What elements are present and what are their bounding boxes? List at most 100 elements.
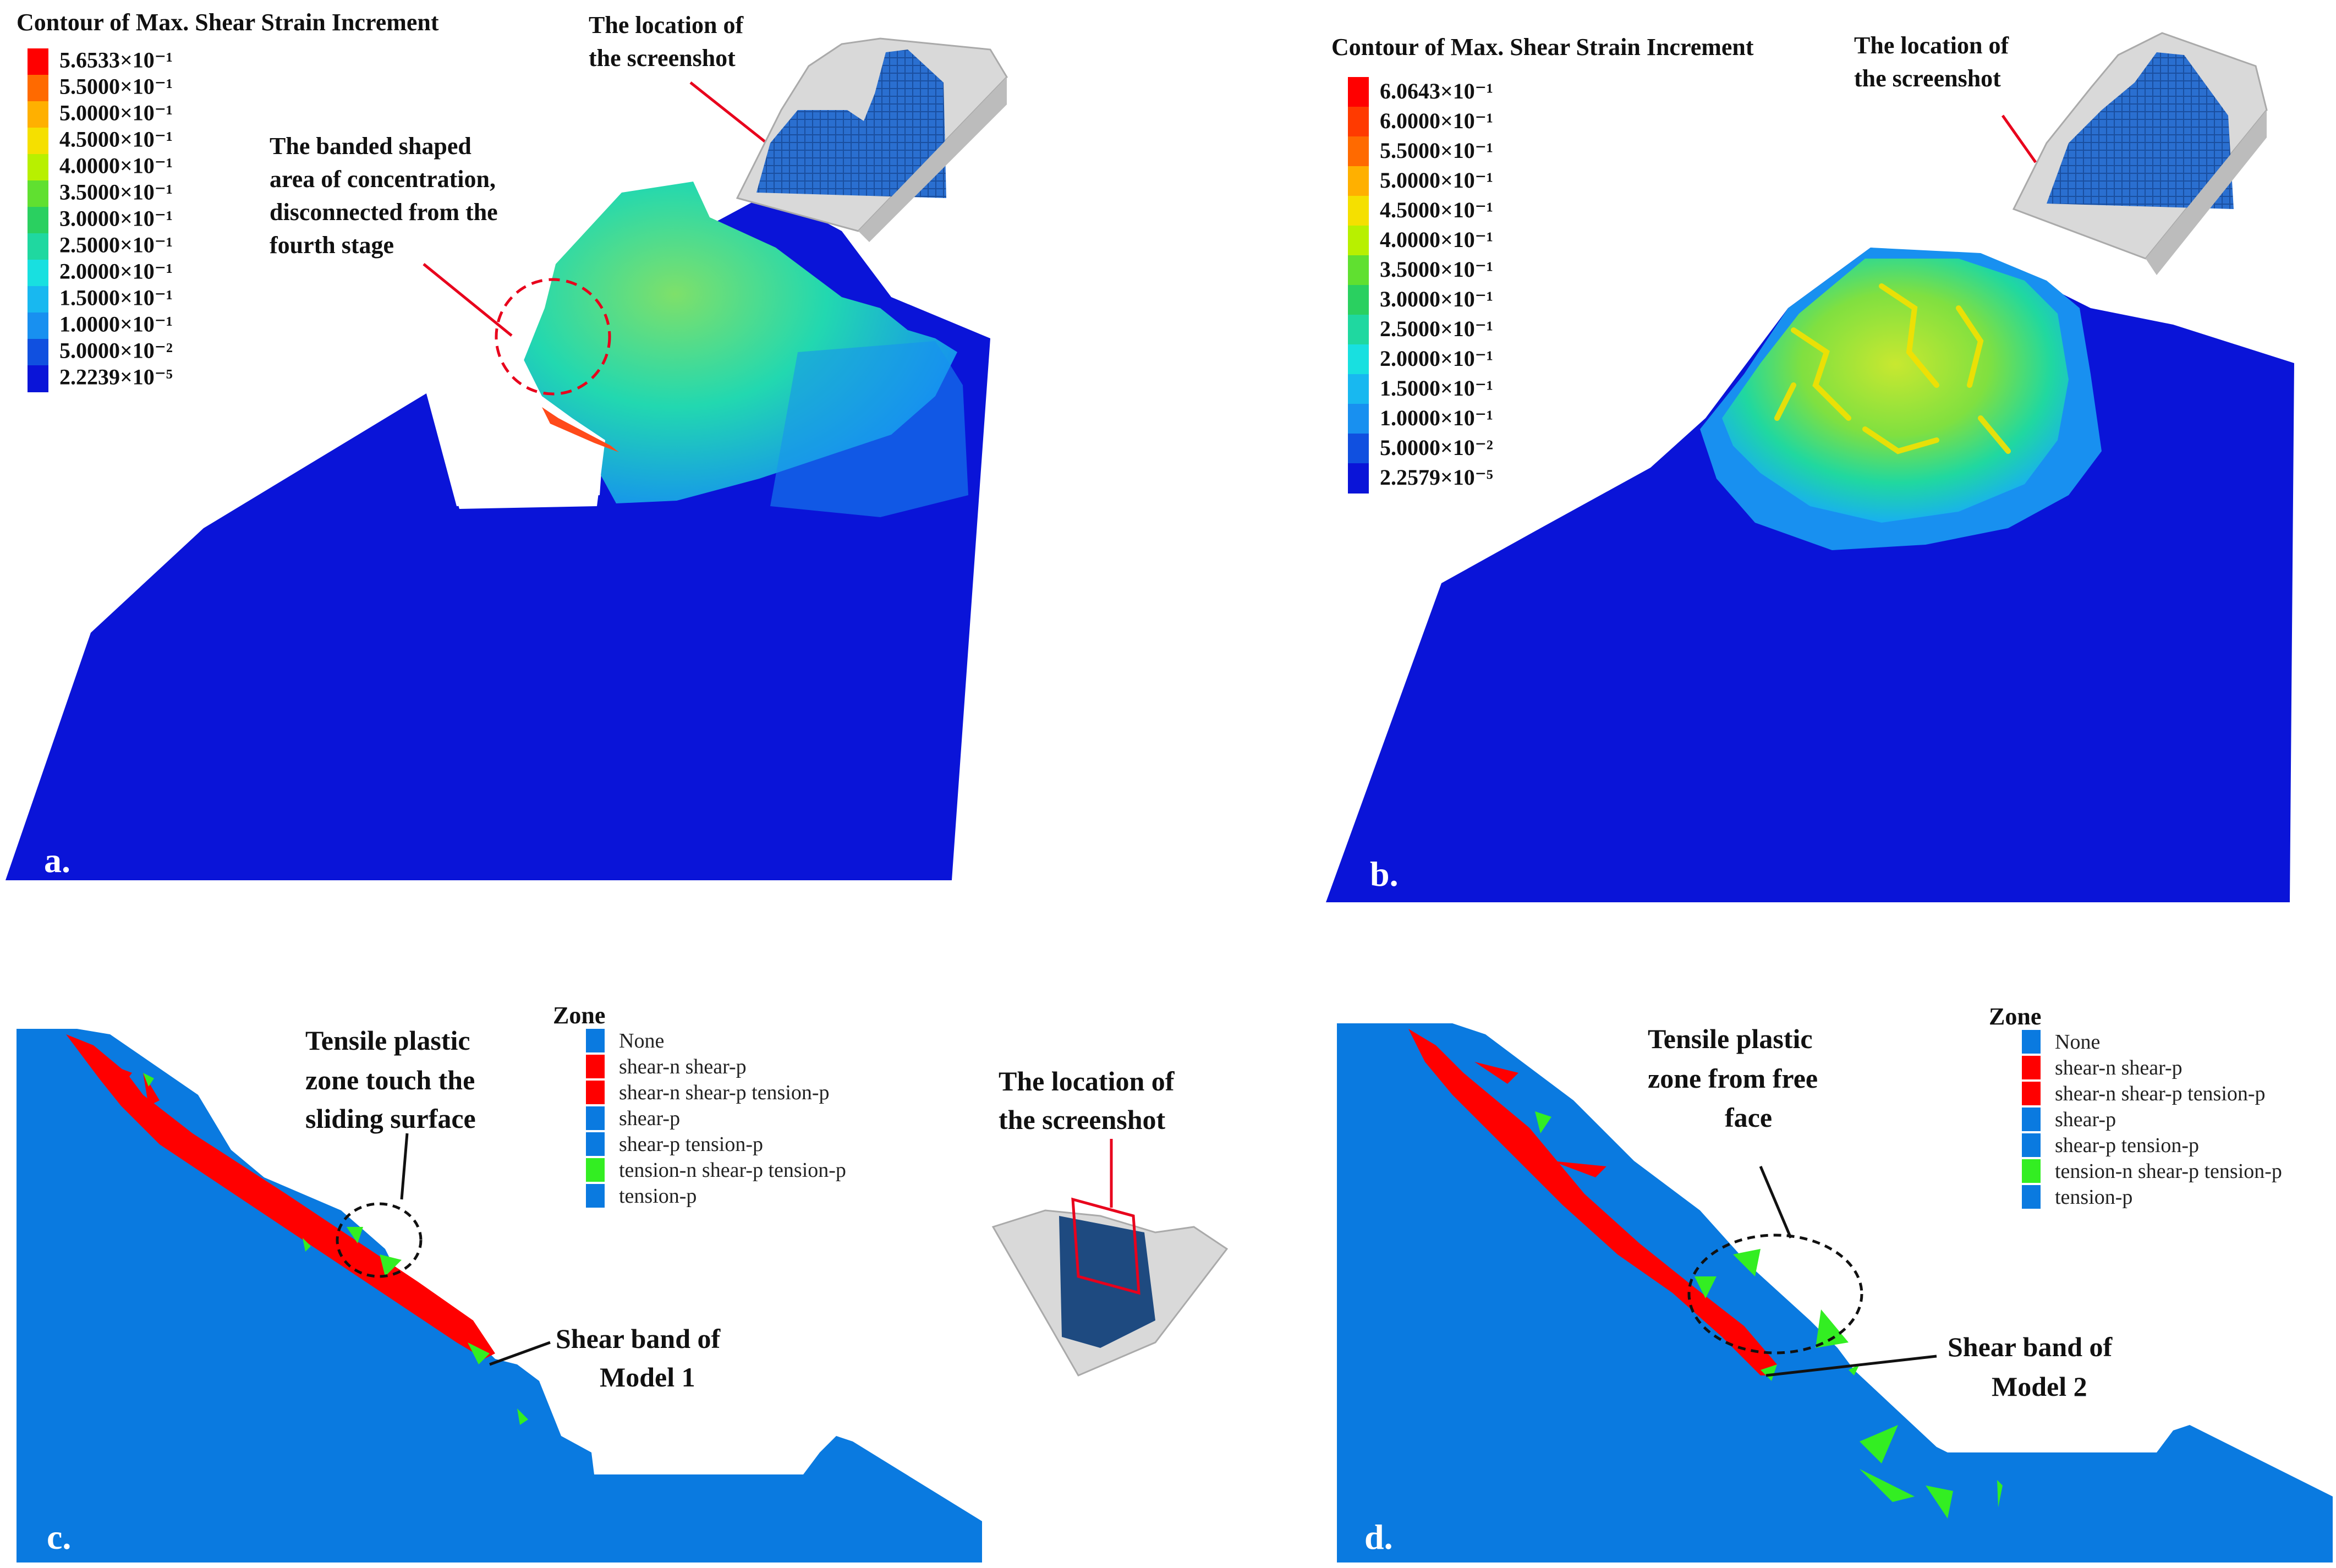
panel-d-tensile-zone-1	[1535, 1111, 1551, 1133]
panel-c-tensile-zone-6	[517, 1408, 528, 1425]
panel-a-legend-swatch	[28, 286, 48, 313]
panel-c-tensile-line	[400, 1133, 409, 1200]
panel-b-location-inset	[2012, 32, 2268, 275]
panel-d-zone-item: shear-p tension-p	[2055, 1134, 2199, 1157]
panel-d-tensile-zone-5	[1761, 1364, 1777, 1381]
panel-d-shear-annotation: Shear band of Model 2	[1948, 1331, 2119, 1402]
panel-b-legend-swatch	[1348, 434, 1369, 464]
panel-b-legend-swatch	[1348, 315, 1369, 345]
panel-a-legend-swatch	[28, 128, 48, 155]
panel-a-legend-swatch	[28, 48, 48, 75]
panel-d-zone-title: Zone	[1989, 1003, 2041, 1030]
panel-d-zone-swatch	[2022, 1056, 2041, 1079]
panel-b-legend-value: 4.0000×10⁻¹	[1380, 227, 1493, 252]
panel-c-zone-title: Zone	[553, 1002, 605, 1029]
panel-d-tensile-zone-3	[1733, 1249, 1761, 1276]
panel-a-legend-swatch	[28, 260, 48, 287]
panel-d-zone-item: shear-n shear-p	[2055, 1056, 2183, 1079]
panel-c-shear-band	[66, 1034, 495, 1359]
panel-a-legend-swatch	[28, 365, 48, 392]
panel-d-tensile-line	[1759, 1166, 1792, 1238]
panel-c-zone-item: shear-n shear-p tension-p	[619, 1081, 830, 1104]
panel-d-shear-line	[1765, 1355, 1937, 1377]
panel-c-zone-swatch	[586, 1158, 605, 1182]
panel-a-legend-value: 5.6533×10⁻¹	[59, 48, 173, 73]
panel-d-zone-item: tension-p	[2055, 1186, 2132, 1209]
panel-d-zone-item: shear-n shear-p tension-p	[2055, 1082, 2266, 1105]
panel-d-slope	[1337, 1023, 2333, 1562]
panel-a-legend-swatch	[28, 339, 48, 366]
panel-b-legend-swatch	[1348, 463, 1369, 494]
panel-b-hotspots	[1774, 283, 2011, 454]
panel-c-tensile-zone-2	[380, 1254, 402, 1276]
panel-b-legend-value: 1.0000×10⁻¹	[1380, 405, 1493, 430]
panel-a-location-label: The location of the screenshot	[589, 12, 749, 72]
panel-d-zone-item: shear-p	[2055, 1108, 2116, 1131]
panel-b-location-line	[2001, 114, 2037, 163]
panel-c-zone-swatch	[586, 1081, 605, 1104]
panel-d-zone-item: None	[2055, 1030, 2100, 1054]
panel-b-legend-value: 3.5000×10⁻¹	[1380, 257, 1493, 282]
panel-c-tensile-zone-1	[347, 1227, 363, 1243]
panel-c-zone-swatch	[586, 1055, 605, 1078]
panel-c-location-inset	[991, 1139, 1229, 1377]
panel-d-tensile-ellipse	[1687, 1233, 1863, 1355]
panel-d-label: d.	[1364, 1517, 1393, 1556]
panel-a-legend-value: 5.5000×10⁻¹	[59, 74, 173, 99]
panel-a-legend: 5.6533×10⁻¹5.5000×10⁻¹5.0000×10⁻¹4.5000×…	[28, 48, 173, 392]
panel-d-zone-swatch	[2022, 1133, 2041, 1157]
panel-c-zone-swatch	[586, 1029, 605, 1052]
panel-a-legend-swatch	[28, 101, 48, 128]
panel-b-legend-swatch	[1348, 255, 1369, 286]
panel-b-legend-value: 5.5000×10⁻¹	[1380, 138, 1493, 163]
panel-a-annotation-line	[423, 263, 513, 337]
panel-a-outer-zone	[770, 341, 968, 517]
panel-c-shear-spur-1	[88, 1056, 132, 1095]
panel-b-legend-value: 4.5000×10⁻¹	[1380, 198, 1493, 222]
panel-a-legend-swatch	[28, 180, 48, 207]
panel-d-tensile-zone-2	[1695, 1276, 1717, 1298]
panel-b-legend-value: 1.5000×10⁻¹	[1380, 376, 1493, 401]
panel-a-legend-swatch	[28, 75, 48, 102]
panel-b	[1326, 32, 2294, 902]
panel-b-legend-value: 6.0643×10⁻¹	[1380, 79, 1493, 103]
panel-c-zone-swatch	[586, 1106, 605, 1130]
panel-d-zone-swatch	[2022, 1108, 2041, 1131]
panel-a-annotation: The banded shaped area of concentration,…	[270, 133, 504, 259]
panel-c-zone-item: tension-n shear-p tension-p	[619, 1159, 846, 1182]
panel-c-location-label: The location of the screenshot	[999, 1066, 1181, 1135]
panel-a-location-line	[689, 81, 771, 147]
panel-d-tensile-zone-6	[1849, 1364, 1860, 1375]
panel-a-legend-value: 5.0000×10⁻²	[59, 338, 173, 363]
panel-a-legend-value: 1.5000×10⁻¹	[59, 286, 173, 310]
panel-b-legend-swatch	[1348, 107, 1369, 137]
panel-c-tensile-annotation: Tensile plastic zone touch the sliding s…	[305, 1025, 482, 1134]
panel-d-tensile-zone-8	[1860, 1469, 1915, 1502]
panel-a-legend-value: 2.2239×10⁻⁵	[59, 365, 173, 390]
panel-b-legend-swatch	[1348, 166, 1369, 196]
panel-b-legend: 6.0643×10⁻¹ 6.0000×10⁻¹ 5.5000×10⁻¹ 5.0000×…	[1348, 77, 1493, 494]
panel-a-legend-value: 2.0000×10⁻¹	[59, 259, 173, 284]
panel-d-shear-spur-1	[1474, 1062, 1518, 1084]
panel-b-legend-swatch	[1348, 226, 1369, 256]
panel-c-zone-item: tension-p	[619, 1185, 697, 1208]
panel-d-zone-item: tension-n shear-p tension-p	[2055, 1160, 2282, 1183]
panel-a-banded-zone	[542, 407, 619, 452]
panel-b-legend-value: 6.0000×10⁻¹	[1380, 108, 1493, 133]
panel-b-legend-swatch	[1348, 285, 1369, 315]
panel-c-shear-line	[489, 1341, 551, 1366]
panel-a-legend-swatch	[28, 312, 48, 339]
panel-d-tensile-zone-4	[1816, 1309, 1849, 1348]
panel-b-legend-value: 5.0000×10⁻¹	[1380, 168, 1493, 193]
panel-a-excavation-fill	[428, 259, 601, 507]
panel-c-label: c.	[47, 1517, 71, 1556]
panel-a-legend-swatch	[28, 207, 48, 234]
panel-d	[1337, 1023, 2333, 1562]
panel-c-shear-annotation: Shear band of Model 1	[556, 1323, 727, 1392]
panel-d-tensile-zone-9	[1926, 1485, 1953, 1518]
panel-b-legend-swatch	[1348, 136, 1369, 167]
panel-a-legend-title: Contour of Max. Shear Strain Increment	[17, 9, 439, 36]
panel-d-tensile-zone-10	[1997, 1480, 2003, 1507]
panel-b-legend-swatch	[1348, 196, 1369, 226]
